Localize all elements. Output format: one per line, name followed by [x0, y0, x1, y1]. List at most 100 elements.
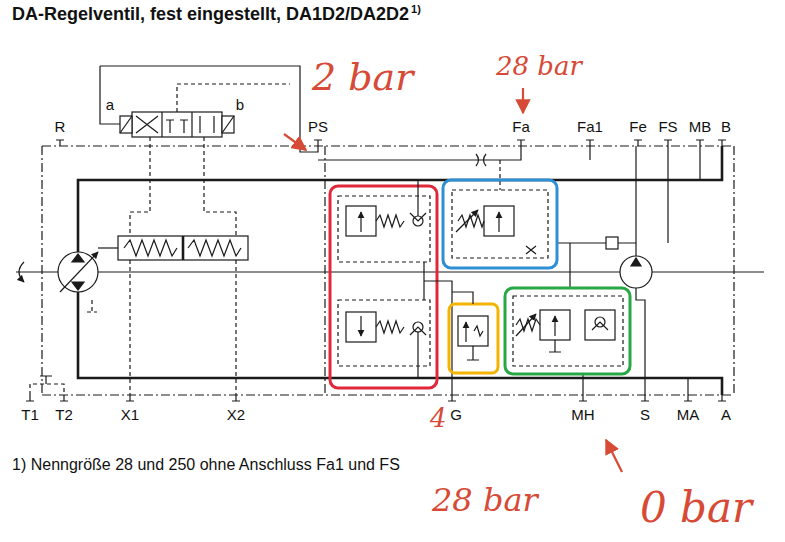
- flow-arrows: [200, 116, 214, 133]
- charge-line: [635, 146, 636, 256]
- filter-symbol: [606, 237, 618, 249]
- port-symbols: [56, 140, 726, 146]
- connection-line: [417, 180, 418, 378]
- footnote-marker: 1): [411, 3, 421, 16]
- port-label: Fe: [628, 118, 648, 135]
- spring-symbol: [376, 321, 404, 333]
- restrictor-symbol: [476, 154, 486, 166]
- supply-line: [100, 66, 120, 124]
- annotation-arrow: [606, 440, 622, 472]
- pressure-valve: [484, 206, 514, 236]
- piston-rod: [98, 247, 118, 248]
- pump-triangle: [72, 282, 84, 290]
- flow-arrow: [360, 316, 361, 336]
- highlight-box: [330, 186, 437, 388]
- valve-cell-divider: [162, 112, 192, 137]
- directional-valve: [132, 112, 222, 137]
- tank-symbol: [549, 340, 561, 352]
- valve-housing: [452, 190, 548, 258]
- closed-ports: [166, 120, 188, 133]
- port-label: FS: [657, 118, 678, 135]
- pump-triangle: [72, 254, 84, 262]
- flow-arrow: [360, 212, 361, 232]
- port-label: MA: [676, 406, 701, 423]
- solenoid-symbol: [222, 116, 234, 133]
- valve-housing: [338, 196, 430, 262]
- charge-pump-symbol: [620, 256, 652, 288]
- connection-line: [452, 292, 473, 304]
- handwritten-note: 28 bar: [432, 482, 538, 519]
- tank-symbol: [40, 376, 52, 384]
- port-label: X2: [226, 406, 246, 423]
- handwritten-note: 0 bar: [640, 484, 752, 532]
- highlight-box: [449, 304, 498, 373]
- port-label: X1: [120, 406, 140, 423]
- relief-valve: [346, 206, 376, 236]
- pilot-line: [177, 84, 290, 112]
- solenoid-symbol: [222, 116, 234, 133]
- port-label: B: [720, 118, 732, 135]
- spring-symbol: [376, 215, 404, 227]
- relief-valve: [346, 312, 376, 342]
- valve-housing: [513, 296, 623, 366]
- charge-line: [557, 242, 636, 243]
- tank-symbol: [467, 346, 479, 360]
- pilot-line: [130, 137, 236, 236]
- highlight-box: [505, 288, 630, 374]
- flow-arrows: [136, 116, 158, 133]
- port-label: Fa1: [576, 118, 604, 135]
- handwritten-note: 28 bar: [496, 52, 582, 82]
- spring-symbol: [516, 319, 540, 331]
- spring-symbol: [124, 240, 177, 256]
- port-label: R: [54, 118, 67, 135]
- relief-valve: [458, 316, 488, 346]
- port-label: G: [449, 406, 463, 423]
- flow-arrow: [465, 322, 466, 342]
- highlight-box: [443, 180, 557, 268]
- pilot-line: [130, 260, 236, 395]
- pump-symbol: [58, 252, 98, 292]
- port-label: T1: [20, 406, 40, 423]
- restrictor-symbol: [526, 246, 536, 254]
- port-label: MB: [688, 118, 713, 135]
- port-symbols: [26, 395, 726, 401]
- port-label: A: [720, 406, 732, 423]
- solenoid-symbol: [120, 116, 132, 133]
- annotation-arrow: [284, 134, 306, 150]
- adjust-arrow: [456, 210, 478, 232]
- pilot-line: [499, 160, 500, 190]
- relief-valve: [540, 310, 570, 340]
- spring-symbol: [474, 326, 483, 336]
- drain-line: [30, 384, 64, 395]
- handwritten-note: 4: [430, 404, 447, 434]
- suction-line: [636, 288, 645, 395]
- solenoid-label: a: [106, 96, 114, 113]
- flow-arrow: [498, 212, 499, 232]
- housing-outline: [42, 146, 734, 395]
- port-line: [590, 146, 700, 243]
- flow-arrow: [554, 316, 555, 336]
- port-label: S: [639, 406, 651, 423]
- solenoid-symbol: [120, 116, 132, 133]
- supply-line: [100, 66, 318, 152]
- valve-housing: [338, 300, 430, 366]
- handwritten-note: 2 bar: [312, 56, 413, 100]
- port-label: PS: [307, 118, 329, 135]
- port-line: [583, 374, 688, 395]
- check-valve-housing: [585, 310, 615, 340]
- charge-line: [569, 243, 570, 288]
- piston: [182, 236, 185, 260]
- control-cylinder: [118, 236, 248, 260]
- pilot-line: [318, 146, 521, 160]
- adjust-arrow: [516, 314, 536, 336]
- rotation-arrow: [19, 262, 24, 282]
- housing-divider: [324, 146, 325, 395]
- annotation-arrow: [522, 88, 524, 113]
- port-label: MH: [570, 406, 595, 423]
- solenoid-label: b: [236, 96, 244, 113]
- drain-line: [87, 300, 97, 312]
- check-valve-seat: [592, 322, 608, 330]
- diagram-title: DA-Regelventil, fest eingestellt, DA1D2/…: [12, 4, 409, 25]
- port-label: T2: [54, 406, 74, 423]
- spring-symbol: [188, 240, 241, 256]
